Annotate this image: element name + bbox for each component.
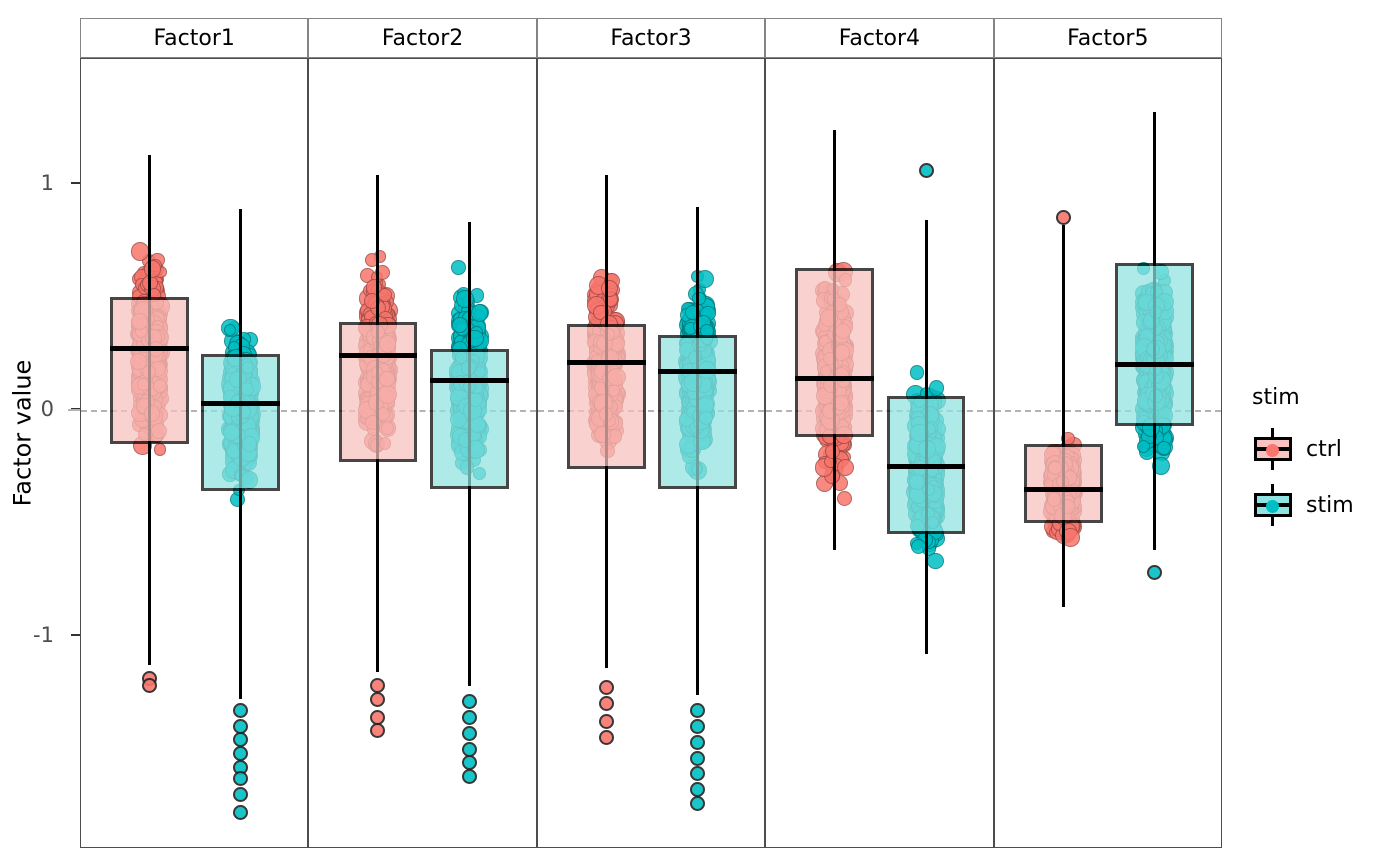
outlier-point: [461, 768, 477, 784]
legend-item-stim[interactable]: stim: [1252, 484, 1392, 526]
boxplot-group-stim[interactable]: [309, 59, 535, 847]
legend: stim ctrl stim: [1252, 385, 1392, 540]
median-line: [886, 464, 966, 469]
legend-item-label: ctrl: [1306, 436, 1342, 462]
data-point: [455, 290, 474, 309]
outlier-point: [690, 750, 706, 766]
outlier-point: [461, 755, 477, 771]
outlier-point: [233, 786, 249, 802]
data-point: [909, 365, 925, 380]
zero-line-stub: [68, 409, 80, 411]
facet-panel-factor4: [765, 58, 994, 848]
outlier-point: [918, 162, 934, 178]
outlier-point: [461, 694, 477, 710]
facet-strip-label: Factor1: [153, 25, 235, 51]
legend-key-icon: [1252, 484, 1294, 526]
data-point: [451, 317, 468, 334]
facet-panel-factor3: [536, 58, 766, 848]
facet-panel-factor1: [80, 58, 309, 848]
outlier-point: [690, 795, 706, 811]
box-iqr[interactable]: [429, 348, 509, 490]
legend-title: stim: [1252, 385, 1300, 410]
median-line: [1115, 362, 1194, 368]
outlier-point: [461, 709, 477, 725]
y-tick-mark: [71, 634, 80, 636]
outlier-point: [233, 770, 249, 786]
boxplot-group-stim[interactable]: [538, 59, 764, 847]
facet-strip-label: Factor4: [838, 25, 921, 51]
facet-panels: Factor1 Factor2 Factor3 Factor4 Factor5: [80, 18, 1222, 848]
legend-key-icon: [1252, 428, 1294, 470]
outlier-point: [690, 766, 706, 782]
facet-panel-factor2: [308, 58, 537, 848]
box-iqr[interactable]: [658, 335, 738, 490]
facet-strip-factor5: Factor5: [993, 18, 1222, 58]
outlier-point: [233, 703, 249, 719]
facet-panel-factor5: [993, 58, 1222, 848]
y-tick-mark: [71, 182, 80, 184]
y-tick-label: 1: [40, 171, 54, 195]
facet-strip-label: Factor5: [1067, 25, 1149, 51]
legend-item-ctrl[interactable]: ctrl: [1252, 428, 1392, 470]
outlier-point: [690, 703, 706, 719]
box-iqr[interactable]: [1115, 263, 1194, 426]
boxplot-group-stim[interactable]: [766, 59, 992, 847]
y-axis-title-text: Factor value: [8, 359, 36, 506]
data-point: [928, 380, 945, 396]
facet-strip-label: Factor3: [610, 25, 692, 51]
zero-reference-line: [81, 410, 308, 412]
facet-strip-factor3: Factor3: [536, 18, 766, 58]
data-point: [451, 260, 467, 275]
box-iqr[interactable]: [201, 353, 281, 492]
boxplot-group-ctrl[interactable]: [81, 59, 307, 847]
median-line: [201, 400, 281, 406]
outlier-point: [233, 746, 249, 762]
outlier-point: [461, 725, 477, 741]
facet-strip-factor2: Factor2: [308, 18, 537, 58]
y-axis: -1 0 1: [0, 0, 64, 865]
outlier-point: [233, 804, 249, 820]
y-tick-label: -1: [33, 623, 54, 647]
data-point: [927, 552, 945, 570]
median-line: [658, 369, 738, 375]
facet-strip-factor4: Factor4: [765, 18, 994, 58]
data-point: [1157, 440, 1171, 455]
boxplot-group-stim[interactable]: [81, 59, 307, 847]
y-tick-label: 0: [40, 397, 54, 421]
legend-point: [1266, 500, 1279, 513]
data-point: [471, 304, 489, 322]
facet-strip-label: Factor2: [381, 25, 464, 51]
legend-point: [1266, 444, 1279, 457]
legend-item-label: stim: [1306, 492, 1354, 518]
outlier-point: [690, 718, 706, 734]
median-line: [429, 378, 509, 384]
outlier-point: [1146, 565, 1162, 581]
y-axis-title: Factor value: [2, 0, 42, 865]
outlier-point: [690, 782, 706, 798]
boxplot-group-stim[interactable]: [995, 59, 1221, 847]
outlier-point: [690, 734, 706, 750]
facet-strip-factor1: Factor1: [80, 18, 309, 58]
